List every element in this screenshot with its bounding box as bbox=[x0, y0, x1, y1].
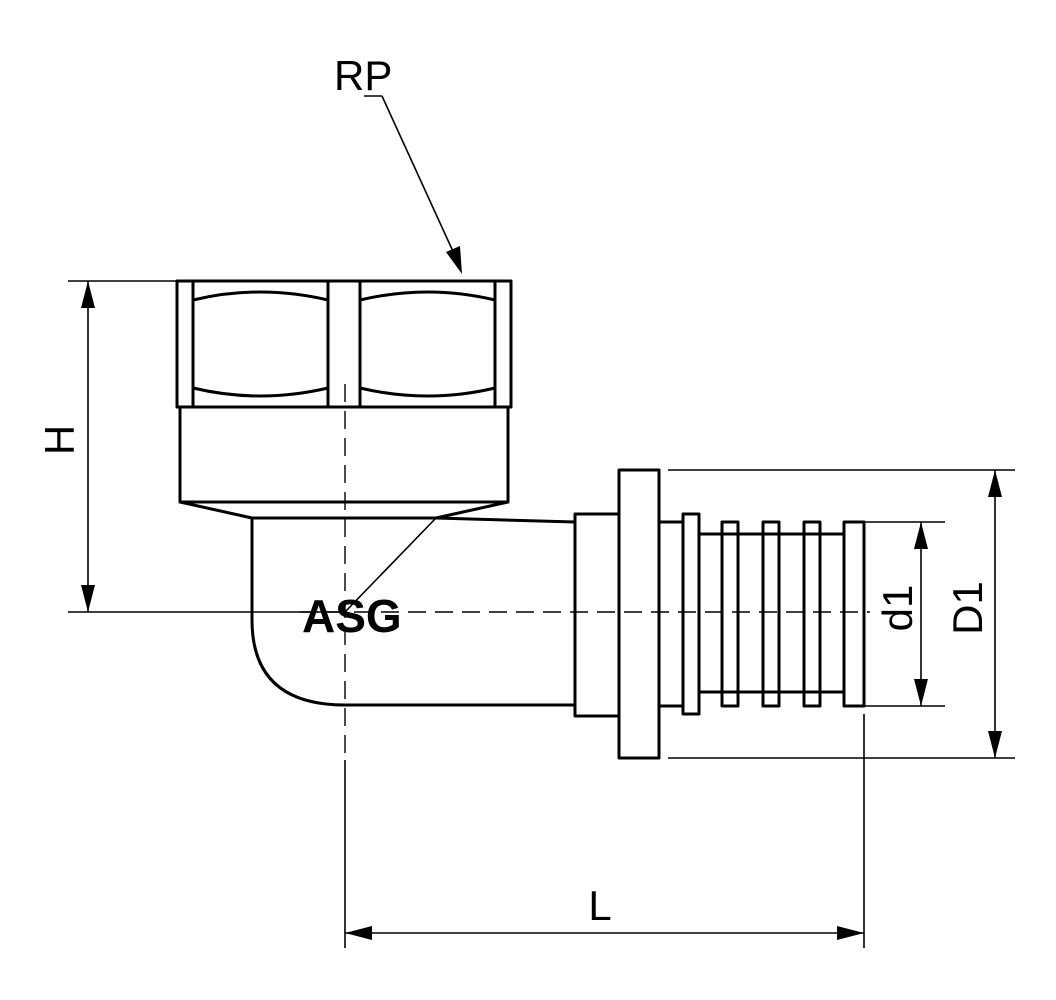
elbow-body bbox=[250, 468, 866, 760]
dimension-D1-label: D1 bbox=[944, 581, 991, 635]
extension-lines bbox=[68, 280, 1015, 948]
dimension-h: H bbox=[36, 281, 95, 612]
thread-label: RP bbox=[334, 52, 392, 99]
center-lines bbox=[300, 384, 870, 760]
dimension-d1: d1 bbox=[874, 522, 928, 706]
thread-leader: RP bbox=[334, 52, 462, 274]
dimension-l-label: L bbox=[588, 882, 611, 929]
hex-socket bbox=[175, 279, 513, 520]
dimension-h-label: H bbox=[36, 425, 83, 455]
dimension-d1-label: d1 bbox=[874, 585, 921, 632]
manufacturer-logo: ASG bbox=[302, 590, 402, 642]
dimension-D1: D1 bbox=[944, 470, 1002, 758]
dimension-l: L bbox=[345, 882, 864, 940]
